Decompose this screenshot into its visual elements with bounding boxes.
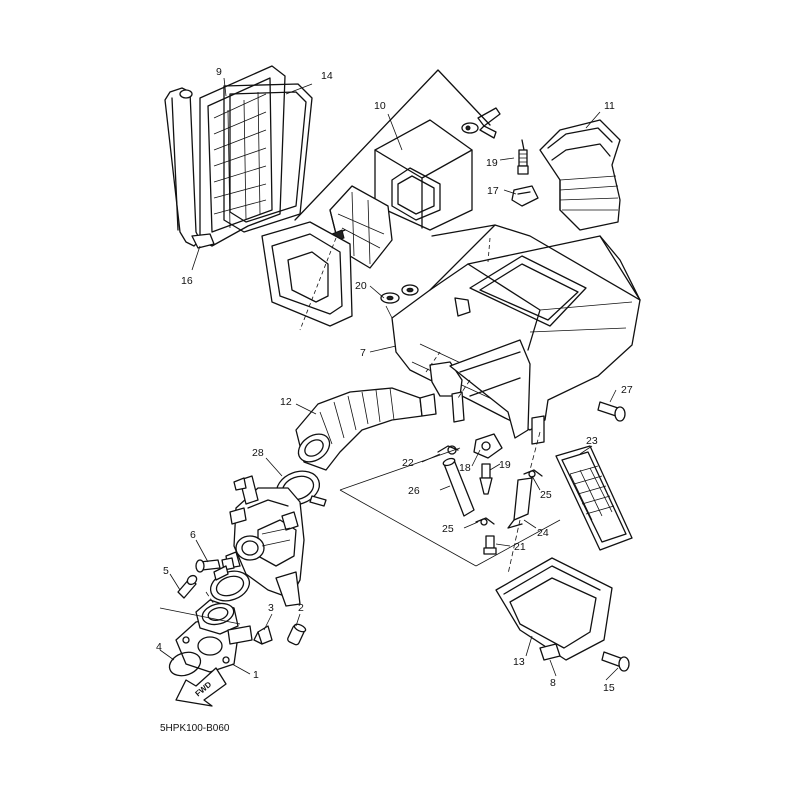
callout-7: 7 xyxy=(360,347,366,359)
carburetor-assembly xyxy=(225,475,305,607)
callout-19-lower: 19 xyxy=(499,459,511,471)
washer-part-20 xyxy=(380,284,419,304)
callout-28: 28 xyxy=(252,447,264,459)
cap-part-17 xyxy=(511,185,539,207)
intake-duct-part-11 xyxy=(539,119,621,231)
callout-6: 6 xyxy=(190,529,196,541)
diagram-code: 5HPK100-B060 xyxy=(160,723,230,734)
side-cover-part-9 xyxy=(164,65,286,247)
leader-lines xyxy=(159,77,619,681)
screen-part-23 xyxy=(555,445,633,551)
callout-8: 8 xyxy=(550,677,556,689)
clip-part-3 xyxy=(253,625,273,645)
cap-part-2 xyxy=(287,623,307,646)
callout-19-top: 19 xyxy=(486,157,498,169)
callout-27: 27 xyxy=(621,384,633,396)
intake-manifold-part-1 xyxy=(175,599,253,673)
bolt-part-27 xyxy=(597,401,626,422)
callout-15: 15 xyxy=(603,682,615,694)
drain-plug-part-19-top xyxy=(517,139,529,175)
callout-1: 1 xyxy=(253,669,259,681)
callout-9: 9 xyxy=(216,66,222,78)
callout-5: 5 xyxy=(163,565,169,577)
bolt-part-15 xyxy=(601,651,630,672)
carburetor-joint-part-12 xyxy=(295,387,437,471)
drain-plug-part-19-lower xyxy=(479,463,493,495)
hose-clip-part-25-lower xyxy=(475,517,495,526)
carb-clamp xyxy=(209,565,251,602)
callout-14: 14 xyxy=(321,70,333,82)
callout-18: 18 xyxy=(459,462,471,474)
callout-10: 10 xyxy=(374,100,386,112)
group-bracket-part-10 xyxy=(294,69,491,221)
drain-valve-part-21 xyxy=(483,535,497,555)
callout-26: 26 xyxy=(408,485,420,497)
callout-17: 17 xyxy=(487,185,499,197)
hose-clip-part-22 xyxy=(437,445,459,455)
grommet-part-16 xyxy=(191,233,215,249)
case-drain-tube xyxy=(451,391,545,445)
assembly-guide-lines xyxy=(159,237,561,625)
callout-13: 13 xyxy=(513,656,525,668)
screw-part-6 xyxy=(195,557,235,573)
grommet-part-8 xyxy=(539,643,561,661)
filter-foam-part xyxy=(261,221,353,327)
fwd-arrow-icon: FWD xyxy=(175,667,227,707)
callout-4: 4 xyxy=(156,641,162,653)
filter-element-part-10 xyxy=(374,119,473,231)
drain-hose-part-26 xyxy=(442,457,475,517)
hose-clip-part-25-upper xyxy=(523,469,543,478)
callout-25-lower: 25 xyxy=(442,523,454,535)
callout-labels: 1 2 3 4 5 6 7 8 9 10 11 12 13 14 15 16 1… xyxy=(156,66,633,694)
bolt-part-5 xyxy=(177,574,198,599)
callout-21: 21 xyxy=(514,541,526,553)
gasket-part-4 xyxy=(168,651,202,677)
callout-22: 22 xyxy=(402,457,414,469)
air-filter-case-part-7 xyxy=(391,224,641,439)
callout-16: 16 xyxy=(181,275,193,287)
callout-11: 11 xyxy=(604,100,615,112)
holder-part-18 xyxy=(473,433,503,459)
callout-23: 23 xyxy=(586,435,598,447)
callout-24: 24 xyxy=(537,527,549,539)
drain-cup-part-24 xyxy=(507,477,533,529)
callout-20: 20 xyxy=(355,280,367,292)
callout-3: 3 xyxy=(268,602,274,614)
callout-25-upper: 25 xyxy=(540,489,552,501)
wing-bolt xyxy=(461,107,501,139)
callout-12: 12 xyxy=(280,396,292,408)
callout-2: 2 xyxy=(298,602,304,614)
lower-cover-part-13 xyxy=(495,557,613,661)
